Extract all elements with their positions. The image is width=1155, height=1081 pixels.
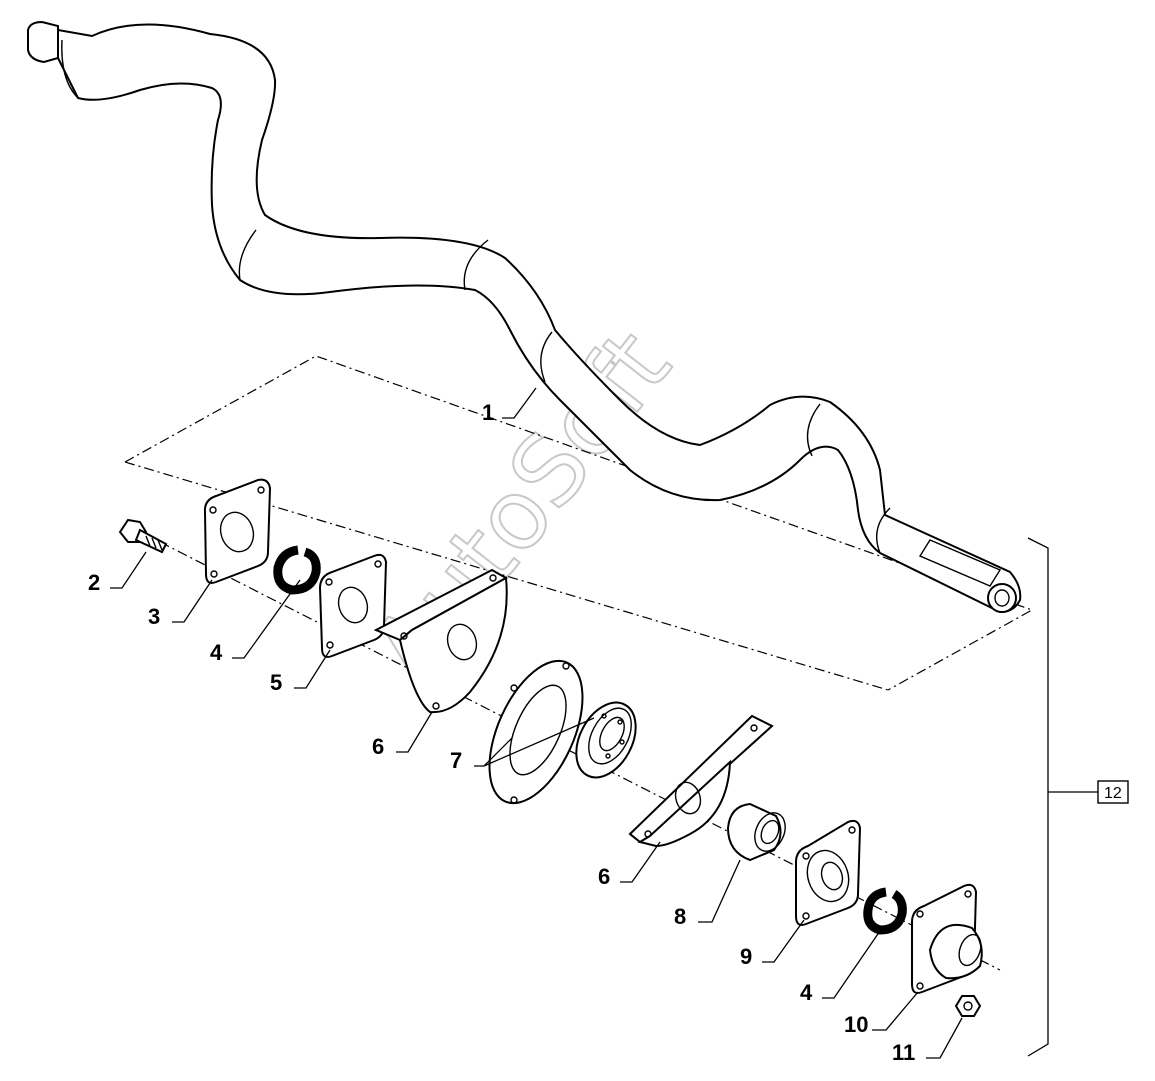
part-6-bracket-second xyxy=(628,714,774,848)
callout-1: 1 xyxy=(482,400,494,425)
callout-labels: 1 2 3 4 5 6 7 6 8 9 4 10 11 xyxy=(88,400,915,1065)
part-11-nut xyxy=(954,995,982,1017)
part-1-shaft xyxy=(27,20,1022,614)
part-10-cover xyxy=(911,883,983,994)
callout-2: 2 xyxy=(88,570,100,595)
part-4-split-ring-second xyxy=(863,887,907,935)
callout-8: 8 xyxy=(674,904,686,929)
callout-4: 4 xyxy=(210,640,223,665)
callout-6: 6 xyxy=(372,734,384,759)
callout-6-second: 6 xyxy=(598,864,610,889)
callout-11: 11 xyxy=(892,1040,915,1065)
callout-5: 5 xyxy=(270,670,282,695)
part-4-split-ring xyxy=(273,545,321,595)
part-8-bushing xyxy=(726,802,786,862)
assembly-outline-lower xyxy=(124,461,889,691)
part-7-bearing xyxy=(575,701,637,779)
part-2-bolt xyxy=(118,518,168,554)
assembly-box-label: 12 xyxy=(1104,785,1122,802)
assembly-outline xyxy=(124,355,1034,691)
part-7-flange-ring xyxy=(488,659,584,805)
leader-lines xyxy=(110,387,963,1059)
callout-7: 7 xyxy=(450,748,462,773)
assembly-bracket: 12 xyxy=(1027,537,1129,1057)
part-6-bracket xyxy=(373,568,509,714)
callout-9: 9 xyxy=(740,944,752,969)
part-axis-line xyxy=(159,541,1001,971)
callout-4-second: 4 xyxy=(800,980,813,1005)
part-9-flange-plate xyxy=(795,819,862,926)
callout-10: 10 xyxy=(844,1012,868,1037)
part-3-flange-plate xyxy=(203,478,272,584)
callout-3: 3 xyxy=(148,604,160,629)
